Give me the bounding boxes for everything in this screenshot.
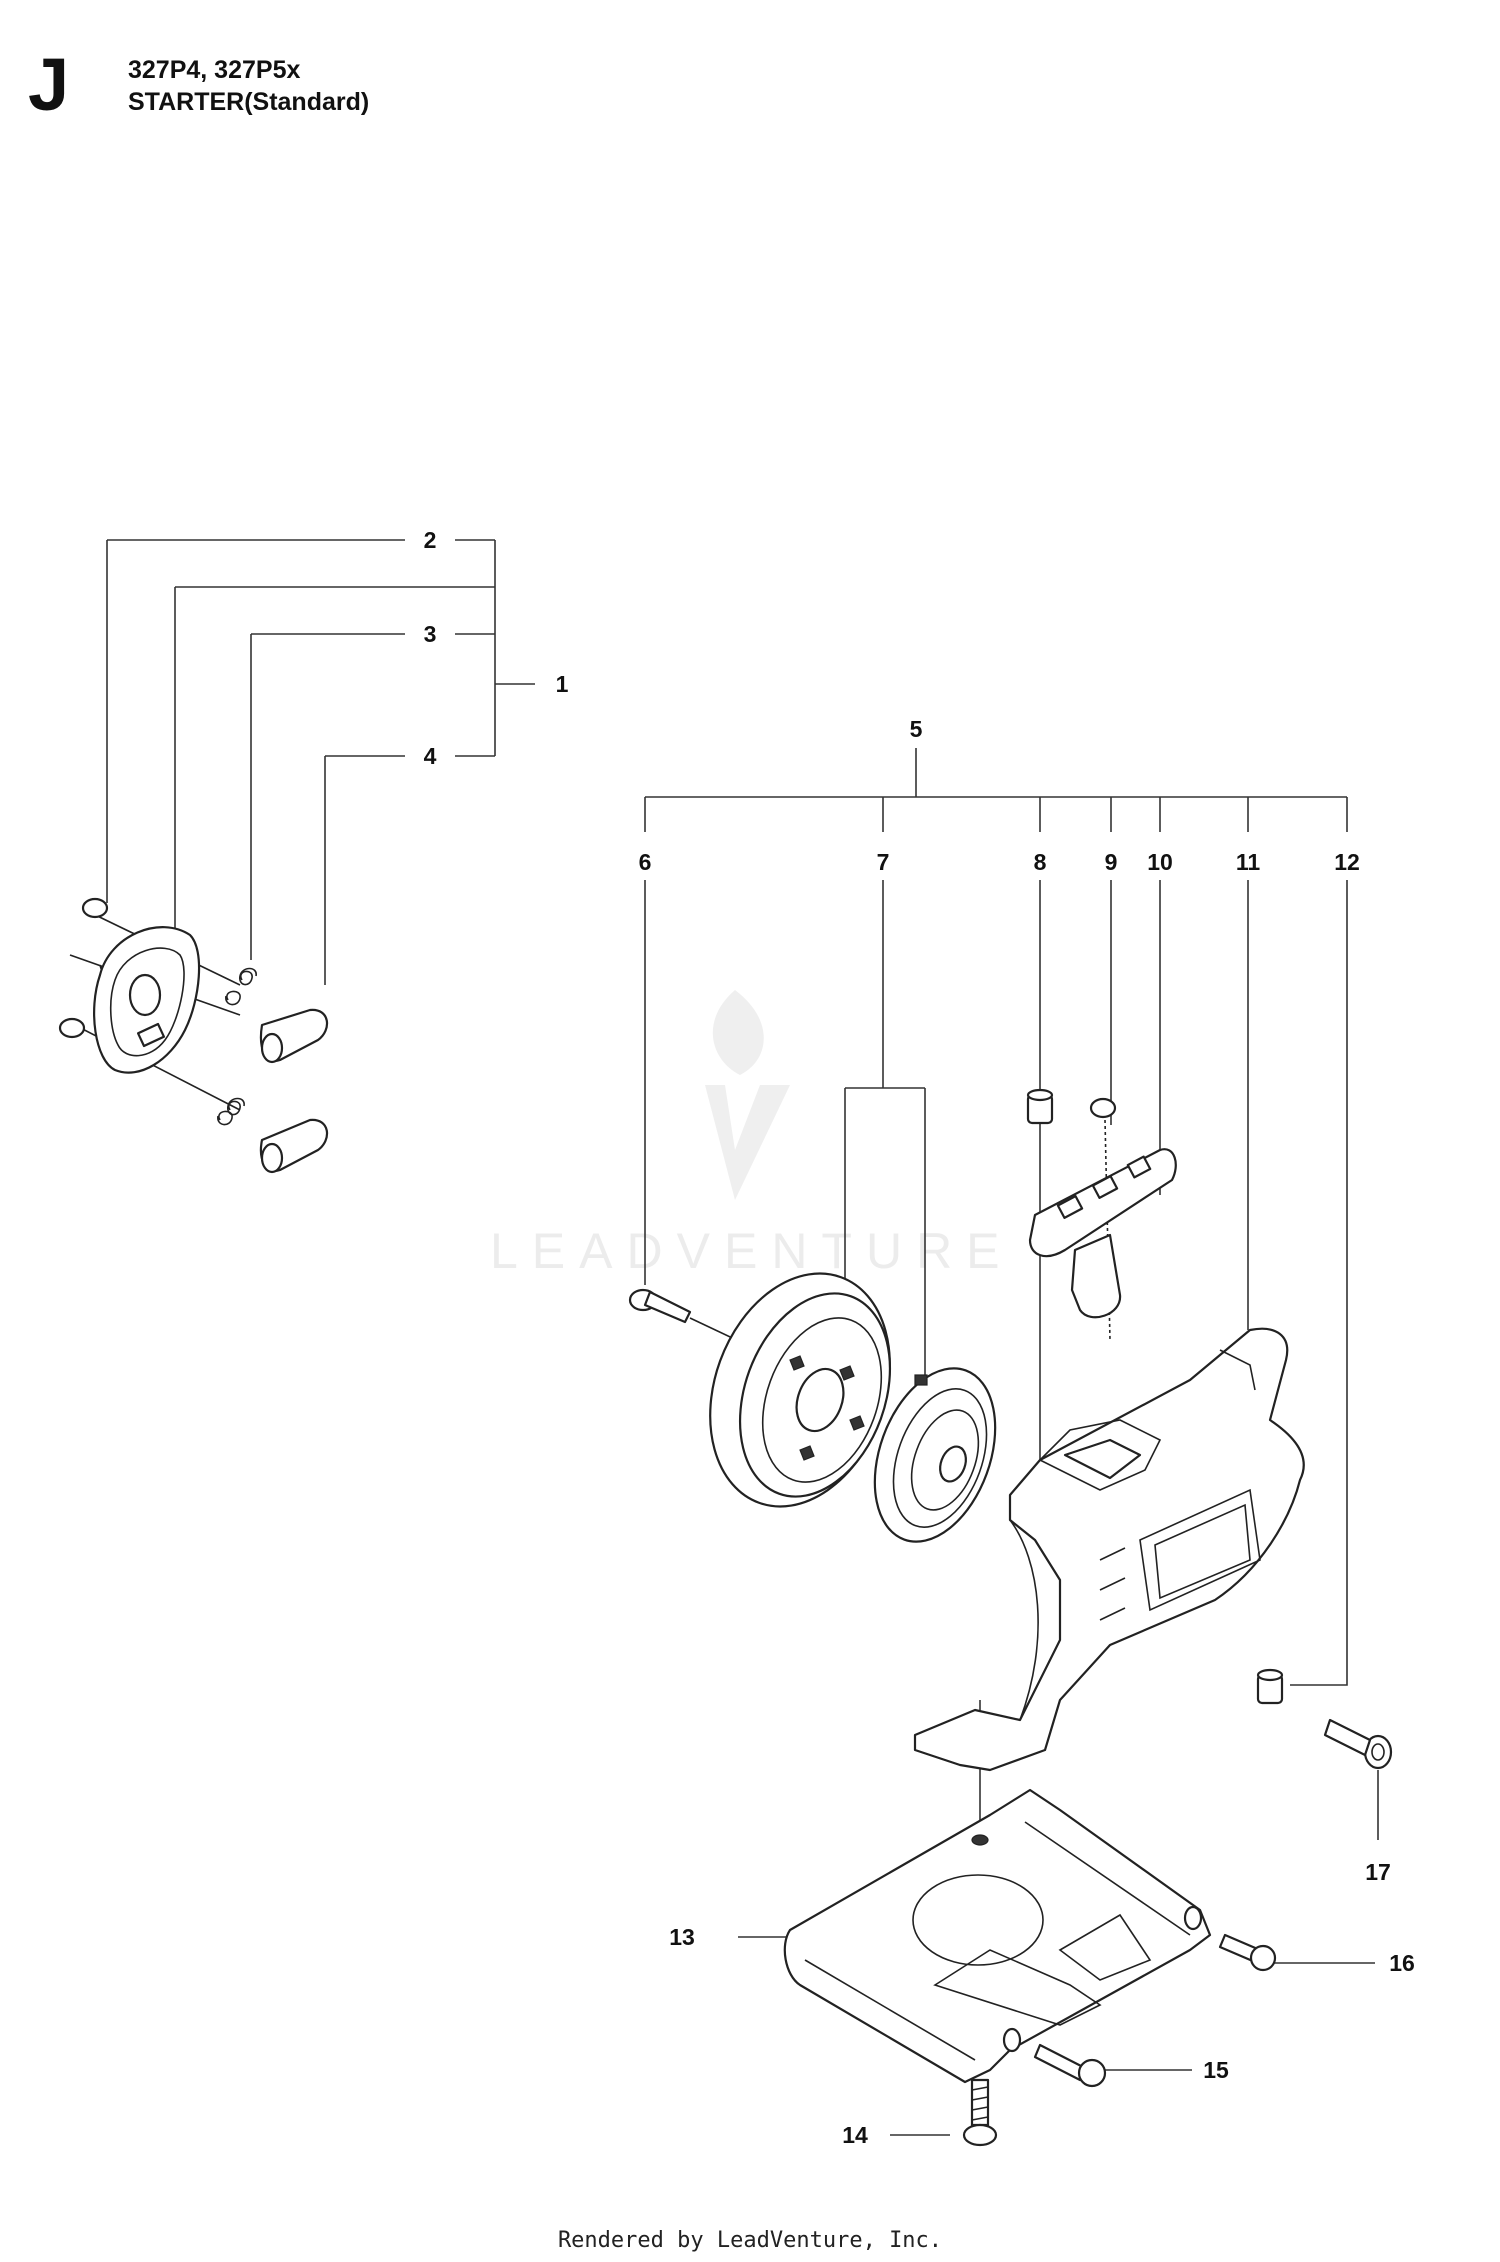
starter-handle-icon bbox=[1028, 1148, 1177, 1319]
section-title: STARTER(Standard) bbox=[128, 88, 370, 116]
starter-pawl-assembly bbox=[58, 897, 328, 1174]
callout-16: 16 bbox=[1389, 1950, 1415, 1976]
callout-1: 1 bbox=[556, 671, 569, 697]
callout-6: 6 bbox=[639, 849, 652, 875]
circlip-icon bbox=[81, 897, 109, 919]
callout-11: 11 bbox=[1236, 849, 1261, 875]
callout-2: 2 bbox=[424, 527, 437, 553]
callout-4: 4 bbox=[424, 743, 437, 769]
watermark-text: LEADVENTURE bbox=[490, 1223, 1014, 1279]
callout-15: 15 bbox=[1203, 2057, 1229, 2083]
starter-housing-icon bbox=[913, 1327, 1305, 1772]
callout-14: 14 bbox=[842, 2122, 868, 2148]
watermark-logo-icon bbox=[705, 990, 790, 1200]
leader-lines-group-5 bbox=[644, 748, 1379, 2136]
mount-hole-icon bbox=[1002, 2027, 1022, 2053]
screw-icon bbox=[1033, 2043, 1107, 2088]
leader-lines-group-1 bbox=[106, 539, 535, 985]
starter-rope-icon bbox=[1089, 1097, 1117, 1341]
rope-pulley-icon bbox=[709, 1272, 892, 1508]
callout-7: 7 bbox=[877, 849, 890, 875]
circlip-icon bbox=[58, 1017, 86, 1039]
callout-8: 8 bbox=[1034, 849, 1047, 875]
screw-icon bbox=[1218, 1933, 1277, 1972]
spring-icon bbox=[239, 967, 257, 986]
footer-credit: Rendered by LeadVenture, Inc. bbox=[557, 2228, 943, 2253]
screw-icon bbox=[962, 2078, 998, 2147]
section-letter: J bbox=[28, 43, 70, 126]
bolt-icon bbox=[1323, 1718, 1393, 1770]
guard-plate-icon bbox=[783, 1788, 1212, 2084]
model-numbers: 327P4, 327P5x bbox=[128, 56, 301, 84]
callout-9: 9 bbox=[1105, 849, 1118, 875]
bushing-icon bbox=[1256, 1668, 1284, 1705]
callout-12: 12 bbox=[1334, 849, 1360, 875]
callout-10: 10 bbox=[1147, 849, 1173, 875]
callout-5: 5 bbox=[910, 716, 923, 742]
bushing-icon bbox=[1026, 1088, 1054, 1125]
recoil-spring-icon bbox=[873, 1367, 997, 1543]
callout-17: 17 bbox=[1365, 1859, 1391, 1885]
mount-hole-icon bbox=[1183, 1905, 1203, 1931]
callout-3: 3 bbox=[424, 621, 437, 647]
callout-13: 13 bbox=[669, 1924, 695, 1950]
